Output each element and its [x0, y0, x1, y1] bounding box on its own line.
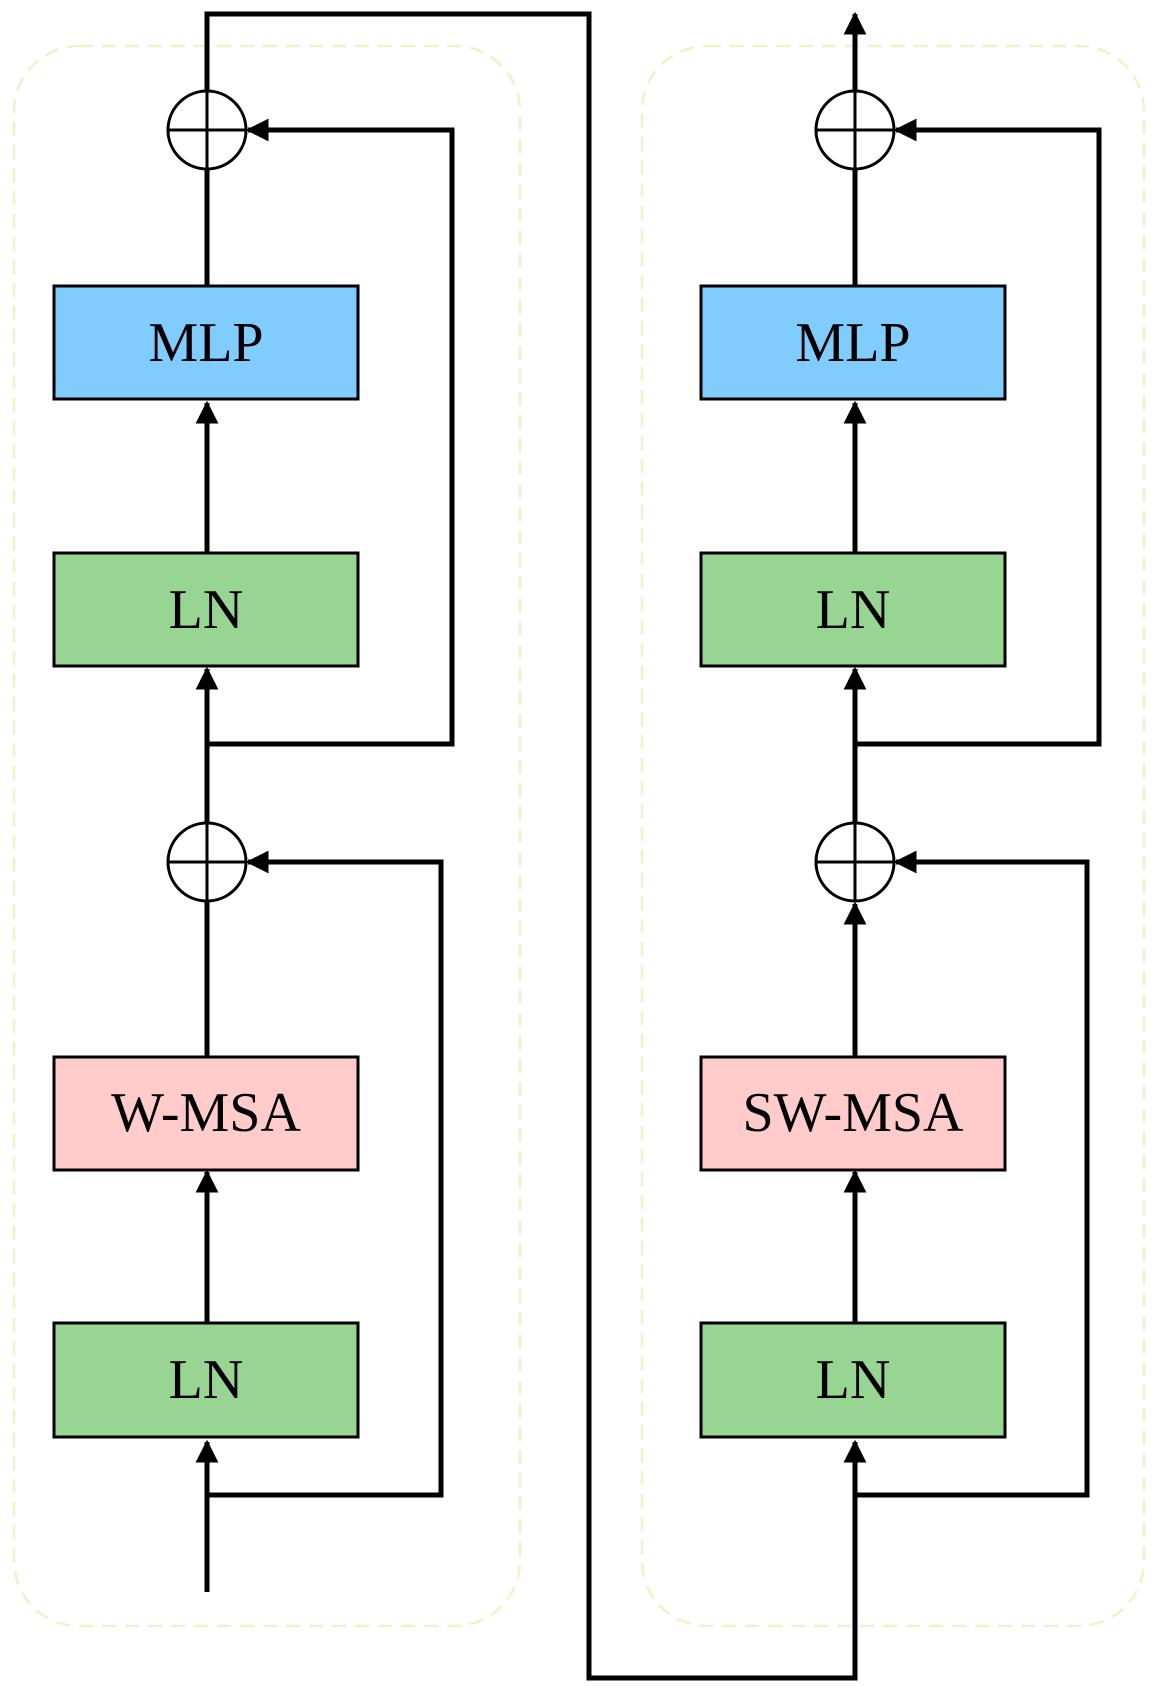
right-ln-bottom-label: LN — [816, 1349, 891, 1411]
right-add-node-2 — [814, 89, 896, 171]
right-mlp-block: MLP — [699, 284, 1007, 401]
inter-block-connection — [204, 11, 867, 1681]
right-ln-top-block: LN — [699, 551, 1007, 668]
left-add-node-2 — [166, 89, 248, 171]
left-mlp-label: MLP — [148, 312, 263, 374]
left-mlp-block: MLP — [52, 284, 360, 401]
right-residual-connection-2 — [855, 118, 1102, 747]
left-wmsa-block: W-MSA — [52, 1055, 360, 1172]
left-ln-bottom-label: LN — [169, 1349, 244, 1411]
right-add-node-1 — [814, 821, 896, 903]
left-block-panel — [12, 44, 522, 1628]
left-add-node-1 — [166, 821, 248, 903]
left-ln-top-label: LN — [169, 579, 244, 641]
left-ln-bottom-block: LN — [52, 1321, 360, 1439]
left-ln-top-block: LN — [52, 551, 360, 668]
right-residual-connection-1 — [855, 850, 1090, 1498]
right-ln-top-label: LN — [816, 579, 891, 641]
right-swmsa-block: SW-MSA — [699, 1055, 1007, 1172]
right-ln-bottom-block: LN — [699, 1321, 1007, 1439]
right-block-panel — [640, 44, 1146, 1628]
left-residual-connection-1 — [207, 850, 444, 1498]
left-residual-connection-2 — [207, 118, 455, 747]
right-mlp-label: MLP — [795, 312, 910, 374]
right-attention-label: SW-MSA — [743, 1082, 964, 1144]
left-attention-label: W-MSA — [111, 1082, 301, 1144]
